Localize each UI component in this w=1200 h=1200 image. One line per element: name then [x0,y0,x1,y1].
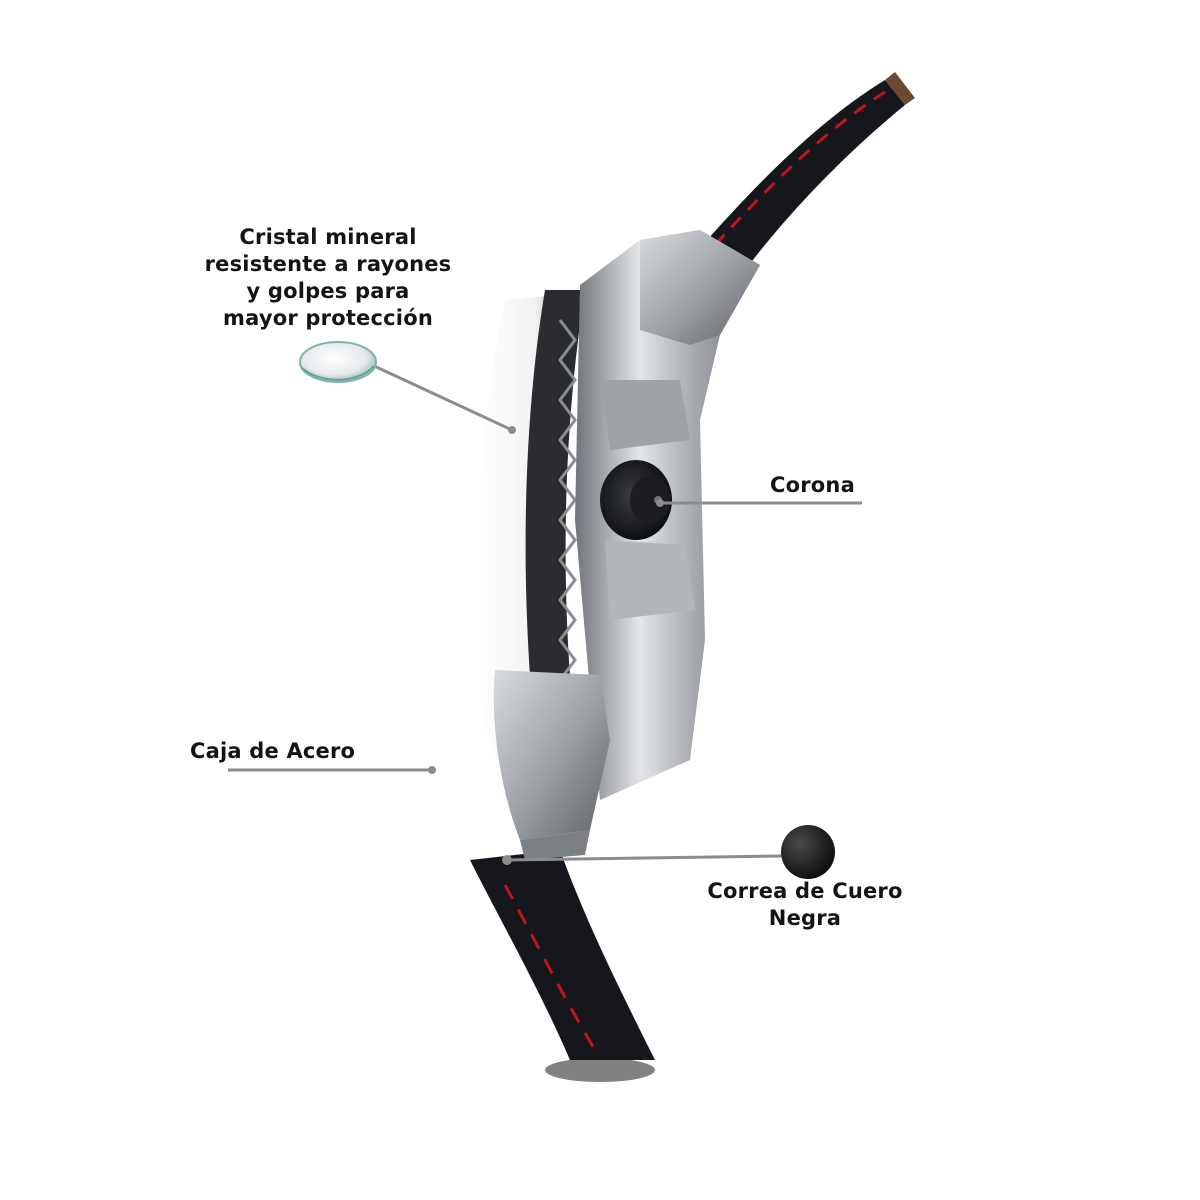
label-crystal-line-4: mayor protección [223,306,433,330]
label-crystal-line-1: Cristal mineral [239,225,417,249]
leader-lines [228,363,862,865]
label-crystal-line-3: y golpes para [246,279,410,303]
label-crown-text: Corona [770,473,855,497]
label-crystal-line-2: resistente a rayones [204,252,452,276]
label-crystal: Cristal mineral resistente a rayones y g… [196,224,460,332]
label-case: Caja de Acero [190,738,355,765]
label-crown: Corona [770,472,855,499]
lower-strap [470,850,655,1082]
label-case-text: Caja de Acero [190,739,356,763]
leader-line-strap [504,854,783,862]
label-strap-line-2: Negra [768,906,842,930]
case-bezel [476,290,585,780]
black-leather-swatch-icon [781,825,835,879]
label-strap: Correa de Cuero Negra [690,878,920,932]
label-strap-line-1: Correa de Cuero [707,879,903,903]
leader-line-crystal [371,363,513,432]
crown-knob [600,460,672,540]
crystal-lens-icon [299,341,377,383]
upper-strap [700,72,915,270]
